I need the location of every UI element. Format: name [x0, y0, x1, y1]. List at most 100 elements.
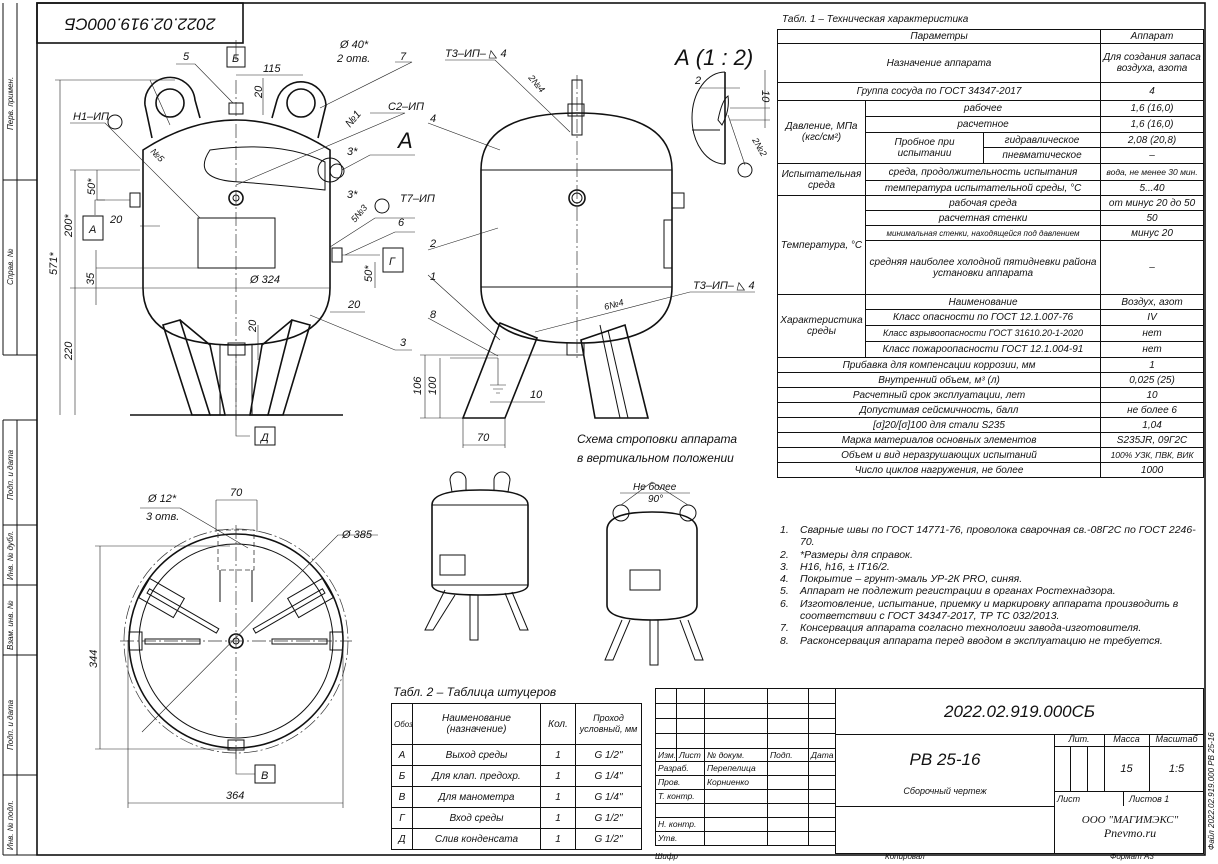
cell: Допустимая сейсмичность, балл — [776, 402, 1102, 418]
dim-70-bottom: 70 — [230, 487, 243, 499]
cell: минус 20 — [1100, 225, 1205, 241]
role-label: Н. контр. — [655, 817, 705, 832]
cell: расчетная стенки — [864, 210, 1102, 226]
dim-220: 220 — [63, 341, 75, 361]
cell: рабочая среда — [864, 195, 1102, 211]
note-text: Аппарат не подлежит регистрации в органа… — [800, 585, 1116, 598]
bottom-view — [95, 499, 378, 808]
weld-c2: С2–ИП — [388, 101, 424, 113]
note-text: Н16, h16, ± IT16/2. — [800, 560, 890, 573]
cell: 1 — [540, 744, 576, 766]
technical-notes: 1.Сварные швы по ГОСТ 14771-76, проволок… — [780, 524, 1200, 647]
note-number: 3. — [780, 560, 789, 573]
cell: Слив конденсата — [412, 828, 541, 850]
table-row: Внутренний объем, м³ (л)0,025 (25) — [776, 372, 1205, 388]
header-cell: Аппарат — [1100, 29, 1205, 44]
sheet-frame — [2, 2, 1206, 856]
note-text: Изготовление, испытание, приемку и марки… — [800, 597, 1179, 623]
cell: 50 — [1100, 210, 1205, 226]
cell: 1 — [540, 765, 576, 787]
cell: Температура, °С — [777, 195, 866, 295]
dim-20-top: 20 — [253, 85, 265, 99]
dim-20-right: 20 — [347, 299, 361, 311]
margin-label: Подп. и дата — [6, 699, 15, 750]
table1-caption: Табл. 1 – Техническая характеристика — [782, 14, 969, 25]
weld-mark-n5: №5 — [149, 146, 167, 164]
callout-5: 5 — [183, 51, 190, 63]
cell: Испытательная среда — [777, 163, 866, 196]
cell: G 1/2" — [575, 744, 642, 766]
front-view-labels: 5 7 3 6 Б А Г Д 115 20 Ø 40* 2 отв. С2–И… — [48, 39, 435, 444]
cell: А — [391, 744, 413, 766]
footer-format: Формат А3 — [1110, 852, 1154, 861]
cell: средняя наиболее холодной пятидневки рай… — [864, 240, 1102, 295]
dim-d12-note: 3 отв. — [146, 511, 179, 523]
doc-type: Сборочный чертеж — [903, 786, 987, 796]
side-view-labels: Т3–ИП– ◺ 4 2№4 4 2 1 8 Т3–ИП– ◺ 4 6№4 10… — [412, 48, 755, 444]
cell: 2,08 (20,8) — [1100, 132, 1205, 148]
port-d-label: Д — [259, 432, 269, 444]
dim-115: 115 — [263, 63, 281, 75]
margin-label: Подп. и дата — [6, 449, 15, 500]
note-number: 7. — [780, 622, 789, 635]
cell: Прибавка для компенсации коррозии, мм — [776, 357, 1102, 373]
sling-angle-value: 90° — [648, 494, 663, 505]
signer-name: Перепелица — [704, 761, 768, 776]
cell: Класс пожароопасности ГОСТ 12.1.004-91 — [864, 341, 1102, 358]
cell: Расчетный срок эксплуатации, лет — [776, 387, 1102, 403]
role-label — [655, 803, 705, 818]
port-g-label: Г — [389, 256, 396, 268]
cell: не более 6 — [1100, 402, 1205, 418]
dim-3a: 3* — [347, 146, 358, 158]
company-website: Pnevmo.ru — [1103, 826, 1157, 840]
view-a-marker: А — [396, 128, 413, 153]
cell: – — [1100, 147, 1205, 164]
callout-4: 4 — [430, 113, 436, 125]
dim-364: 364 — [226, 790, 244, 802]
dim-10: 10 — [530, 389, 543, 401]
lit-label: Лит. — [1054, 734, 1105, 747]
cell: G 1/4" — [575, 786, 642, 808]
header-cell: № докум. — [704, 748, 768, 762]
cell: Назначение аппарата — [776, 43, 1102, 83]
dim-35: 35 — [85, 272, 97, 285]
cell: 10 — [1100, 387, 1205, 403]
note-item: 6.Изготовление, испытание, приемку и мар… — [780, 598, 1200, 623]
margin-label: Перв. примен. — [6, 77, 15, 130]
cell: 1 — [540, 807, 576, 829]
signer-name — [704, 831, 768, 846]
cell: Вход среды — [412, 807, 541, 829]
note-item: 2.*Размеры для справок. — [780, 549, 1200, 561]
header-cell: Дата — [808, 748, 836, 762]
cell: Класс взрывоопасности ГОСТ 31610.20-1-20… — [864, 325, 1102, 342]
weld-mark-n1: №1 — [343, 108, 364, 130]
cell: Давление, МПа (кгс/см²) — [777, 100, 866, 164]
dim-20-bottom: 20 — [247, 319, 259, 333]
port-v-label: В — [261, 770, 268, 782]
cell: Марка материалов основных элементов — [776, 432, 1102, 448]
cell: Класс опасности по ГОСТ 12.1.007-76 — [864, 309, 1102, 326]
title-block-left: Изм. Лист № докум. Подп. Дата Разраб.Пер… — [655, 688, 836, 846]
cell: вода, не менее 30 мин. — [1100, 163, 1205, 181]
footer-code: Шифр — [655, 852, 678, 861]
cell: Б — [391, 765, 413, 787]
note-text: Покрытие – грунт-эмаль УР-2К PRO, синяя. — [800, 573, 1023, 586]
dim-106: 106 — [412, 376, 424, 395]
cell: Объем и вид неразрушающих испытаний — [776, 447, 1102, 463]
dim-d40: Ø 40* — [339, 39, 369, 51]
dim-d40-note: 2 отв. — [336, 53, 370, 65]
nozzle-table: Обозн. Наименование (назначение) Кол. Пр… — [391, 703, 642, 850]
weld-2n4: 2№4 — [526, 72, 547, 94]
dim-70: 70 — [477, 432, 490, 444]
weld-t3-top: Т3–ИП– ◺ 4 — [445, 48, 507, 60]
dim-3b: 3* — [347, 189, 358, 201]
